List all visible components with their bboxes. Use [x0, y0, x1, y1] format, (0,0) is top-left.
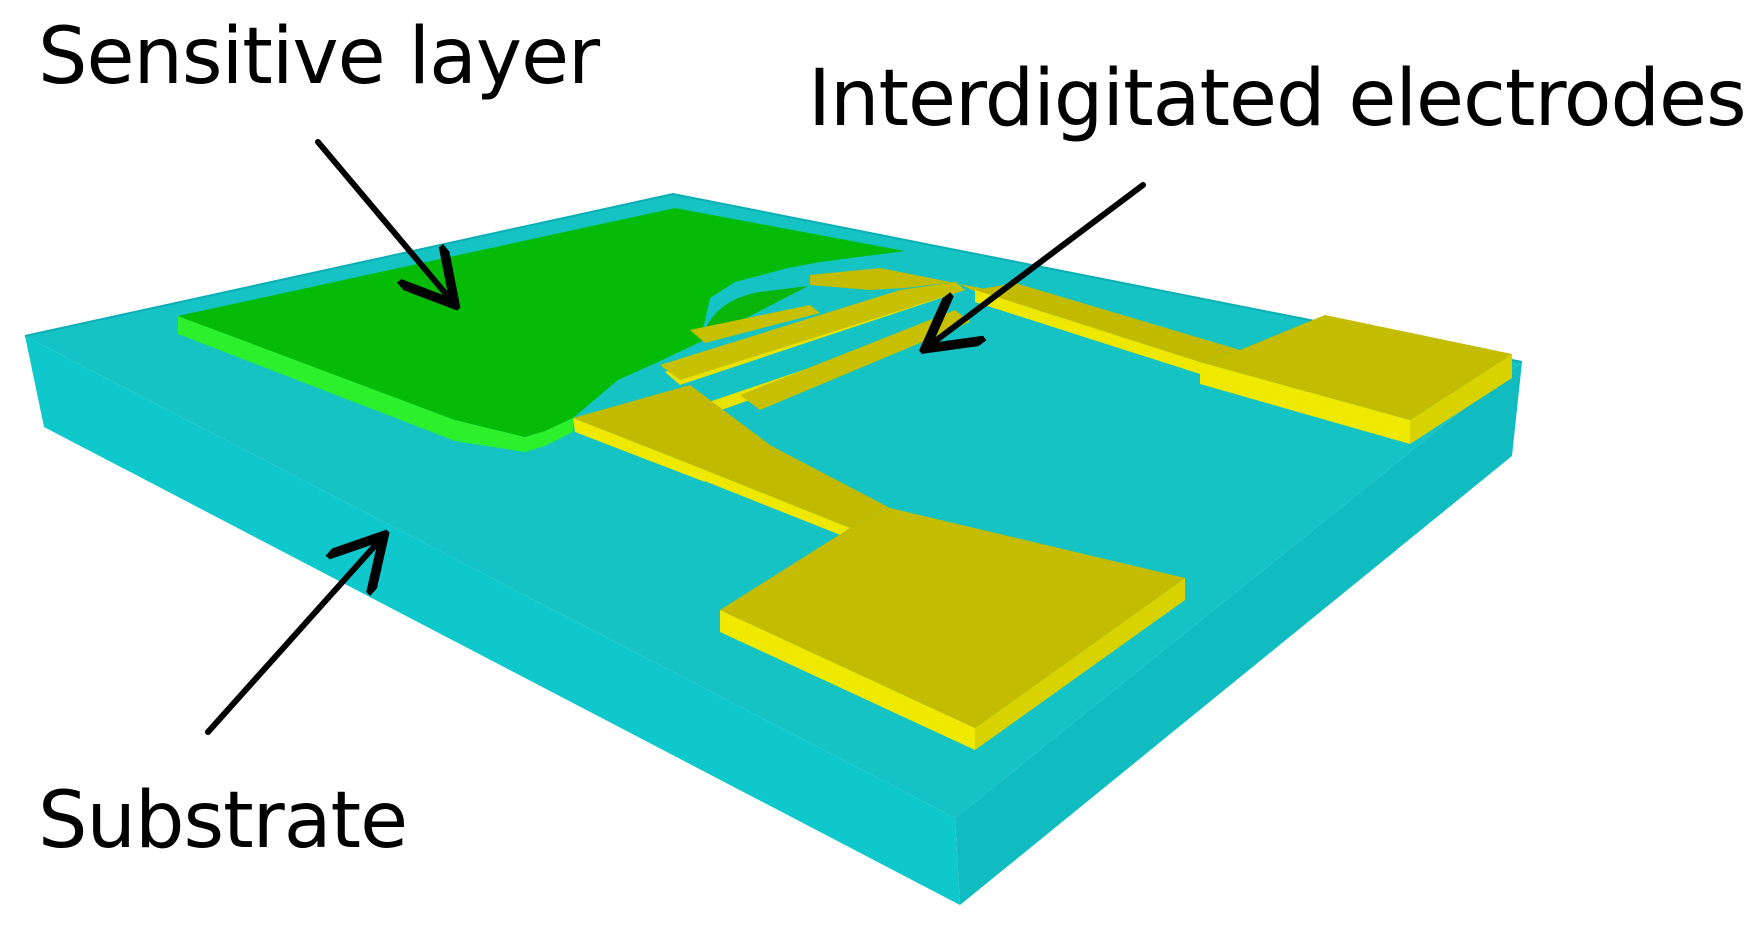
interdigitated-electrodes-label: Interdigitated electrodes [808, 54, 1747, 144]
electrode-lead-right [975, 283, 1240, 362]
electrode-top-comb [810, 268, 1050, 310]
contact-pad-bottom-top [720, 508, 1185, 728]
contact-pad-bottom [720, 508, 1185, 750]
electrode-lead-bottom [700, 440, 890, 528]
substrate-side-face [955, 362, 1522, 905]
callout-arrows [205, 139, 1146, 735]
contact-pad-right-side [1410, 354, 1512, 444]
sensitive-layer-label: Sensitive layer [38, 12, 600, 102]
electrode-finger [690, 305, 820, 343]
electrode-bottom-comb [573, 385, 770, 468]
substrate-top-edge [24, 192, 1523, 363]
electrode-finger [660, 282, 965, 380]
contact-pad-bottom-front [720, 610, 975, 750]
electrodes-arrow [930, 182, 1146, 345]
substrate-arrow [205, 540, 380, 735]
contact-pad-right-front [1200, 362, 1410, 444]
sensitive-layer-edge [178, 316, 573, 452]
contact-pad-right [1200, 315, 1512, 444]
contact-pad-bottom-side [975, 578, 1185, 750]
sensitive-layer-top [178, 208, 905, 437]
substrate-label: Substrate [38, 776, 408, 866]
electrode-finger [740, 310, 970, 410]
electrode-lead-bottom-edge [700, 468, 853, 540]
electrode-lead-right-edge [975, 290, 1200, 374]
contact-pad-right-top [1200, 315, 1512, 420]
electrode-bottom-comb-edge [573, 418, 705, 482]
substrate-front-face [25, 336, 960, 905]
interdigitated-electrodes [573, 268, 1512, 750]
sensitive-layer-arrow [315, 139, 451, 300]
